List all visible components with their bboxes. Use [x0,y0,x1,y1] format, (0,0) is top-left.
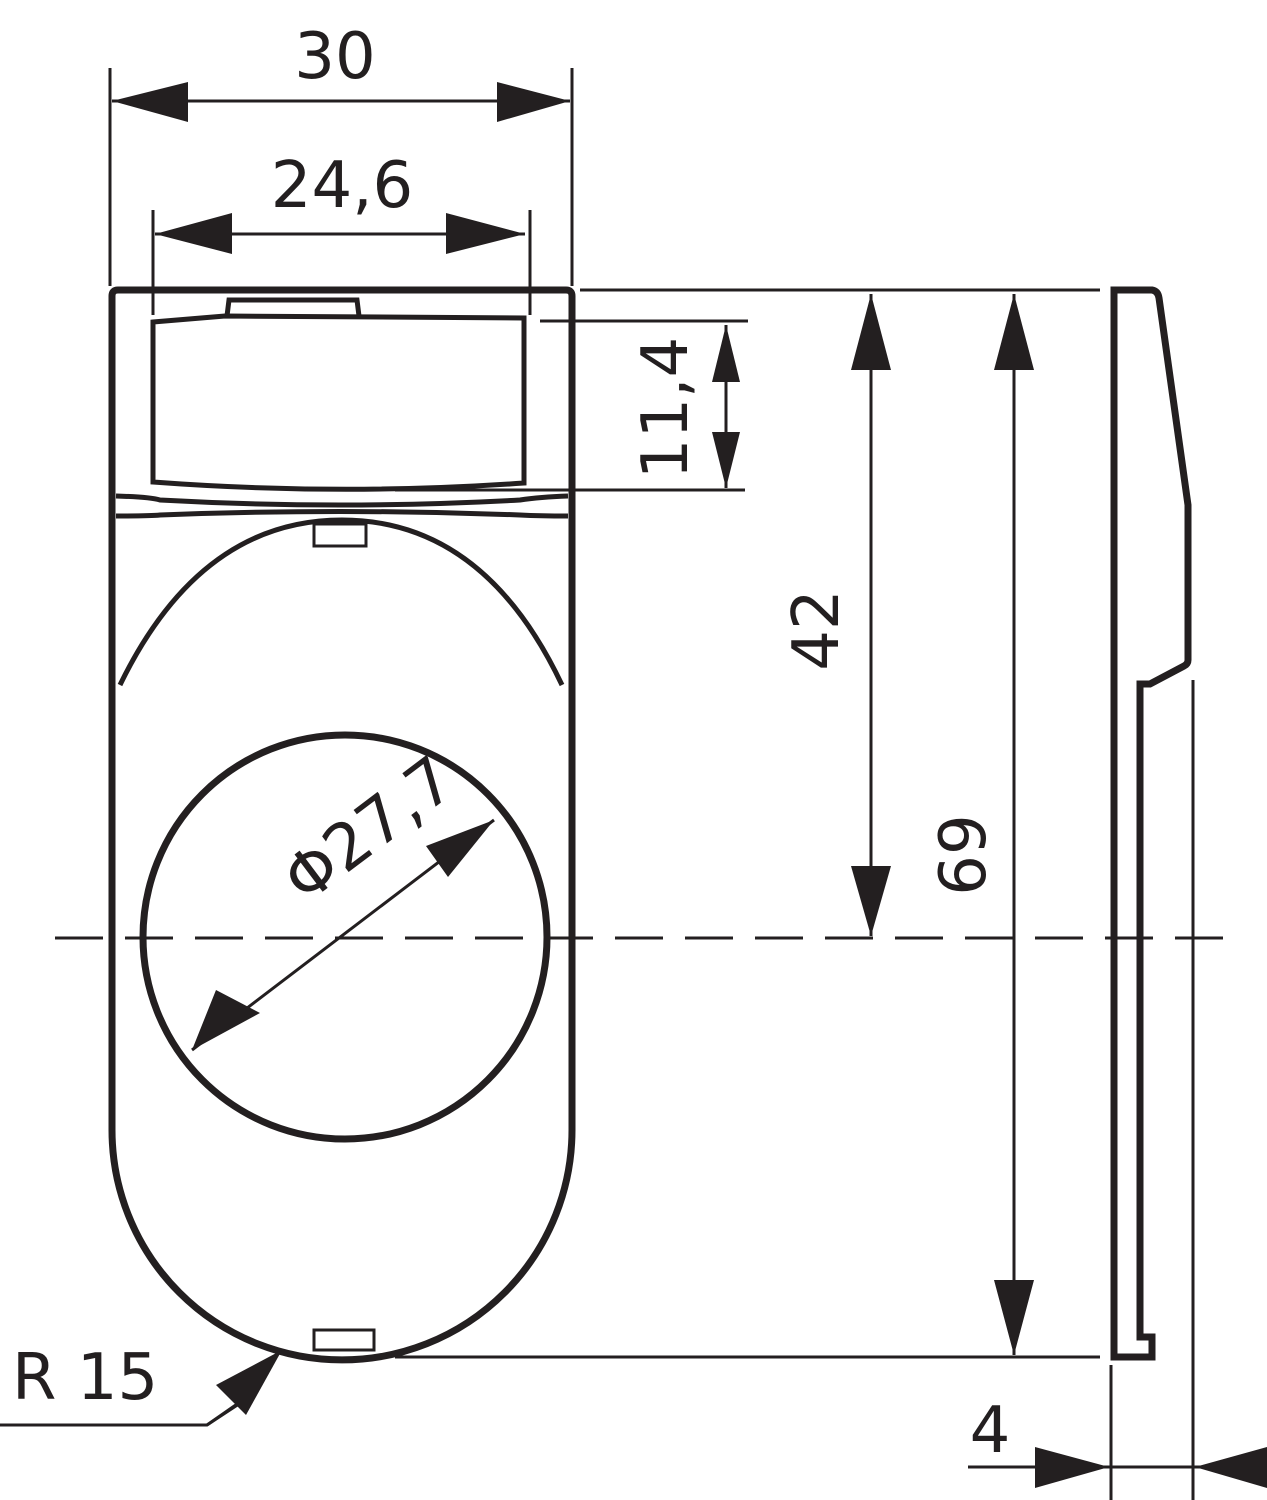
dim-11-4-label: 11,4 [629,337,703,480]
side-view [1109,286,1195,1500]
label-window [150,313,527,492]
dim-r15-label: R 15 [12,1341,158,1415]
dim-24-6-label: 24,6 [271,149,414,223]
dim-69-label: 69 [927,814,1001,895]
label-window-tab [224,297,362,317]
outer-outline [108,286,576,1364]
dim-radius: R 15 [0,1341,282,1427]
band-line-top [115,493,569,508]
bottom-notch [312,1328,376,1352]
dim-inner-width: 24,6 [151,149,532,315]
dim-30-label: 30 [294,20,375,94]
dim-4-label: 4 [970,1394,1011,1468]
band-line-bottom [115,509,569,519]
arch-notch [312,522,368,548]
arch [117,517,565,687]
dim-overall-width: 30 [108,20,574,286]
dim-hole-diameter: Φ 27,7 [191,743,495,1052]
dim-thickness: 4 [968,1394,1267,1488]
dim-42-label: 42 [780,589,854,670]
dim-center-height: 42 [580,288,1100,936]
dim-label-height: 11,4 [395,319,748,492]
side-profile [1110,286,1192,1361]
dim-overall-height: 69 [395,294,1100,1359]
